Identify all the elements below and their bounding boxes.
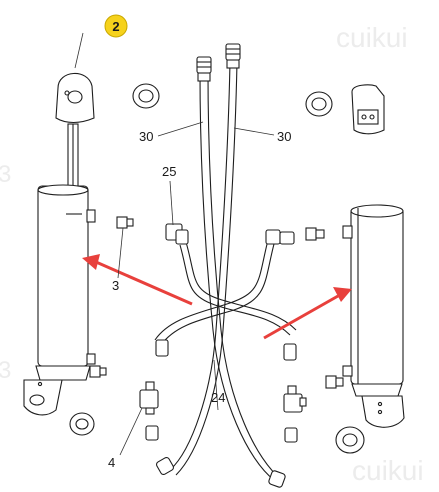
tee-fitting-left [139,339,169,415]
bushing-top-left [132,83,160,109]
callout-badge-2: 2 [104,14,128,38]
watermark-brand-top: cuikui [336,22,408,53]
long-hose-end-left [155,456,175,476]
hose-nut-left [196,56,212,82]
elbow-fitting-right [265,229,295,245]
hose-nut-left-lower [145,425,159,441]
bushing-bottom-left [69,412,95,436]
callout-hose-right: 30 [277,129,291,144]
hose-nut-right-lower [284,427,298,443]
hose-nut-right [225,43,241,69]
long-hose-pair [169,61,283,481]
right-hydraulic-cylinder [342,204,405,428]
callout-long-hose: 24 [211,390,225,405]
adapter-left-upper [116,216,134,229]
left-hydraulic-cylinder [23,72,96,416]
watermark-brand-bottom: cuikui [352,455,424,486]
adapter-right-lower [325,375,344,389]
bushing-top-right [305,91,333,117]
callout-elbow: 25 [162,164,176,179]
adapter-right-upper [305,227,325,241]
watermark-fragment-bottom: 3 [0,357,11,384]
adapter-left-lower [89,365,107,378]
short-hose-left-to-right [179,241,297,336]
bushing-bottom-right [335,426,365,454]
long-hose-end-right [268,470,286,488]
red-arrow-left [82,254,193,306]
callout-tee: 4 [108,455,115,470]
callout-adapter: 3 [112,278,119,293]
callout-hose-left: 30 [139,129,153,144]
elbow-fitting-left [165,223,189,245]
red-arrow-right [263,287,352,340]
tee-fitting-right [283,343,307,413]
right-mount-bracket [351,84,385,135]
watermark-fragment-top: 3 [0,161,11,188]
callout-badge-number: 2 [112,19,119,34]
short-hose-right-to-left [154,239,275,346]
